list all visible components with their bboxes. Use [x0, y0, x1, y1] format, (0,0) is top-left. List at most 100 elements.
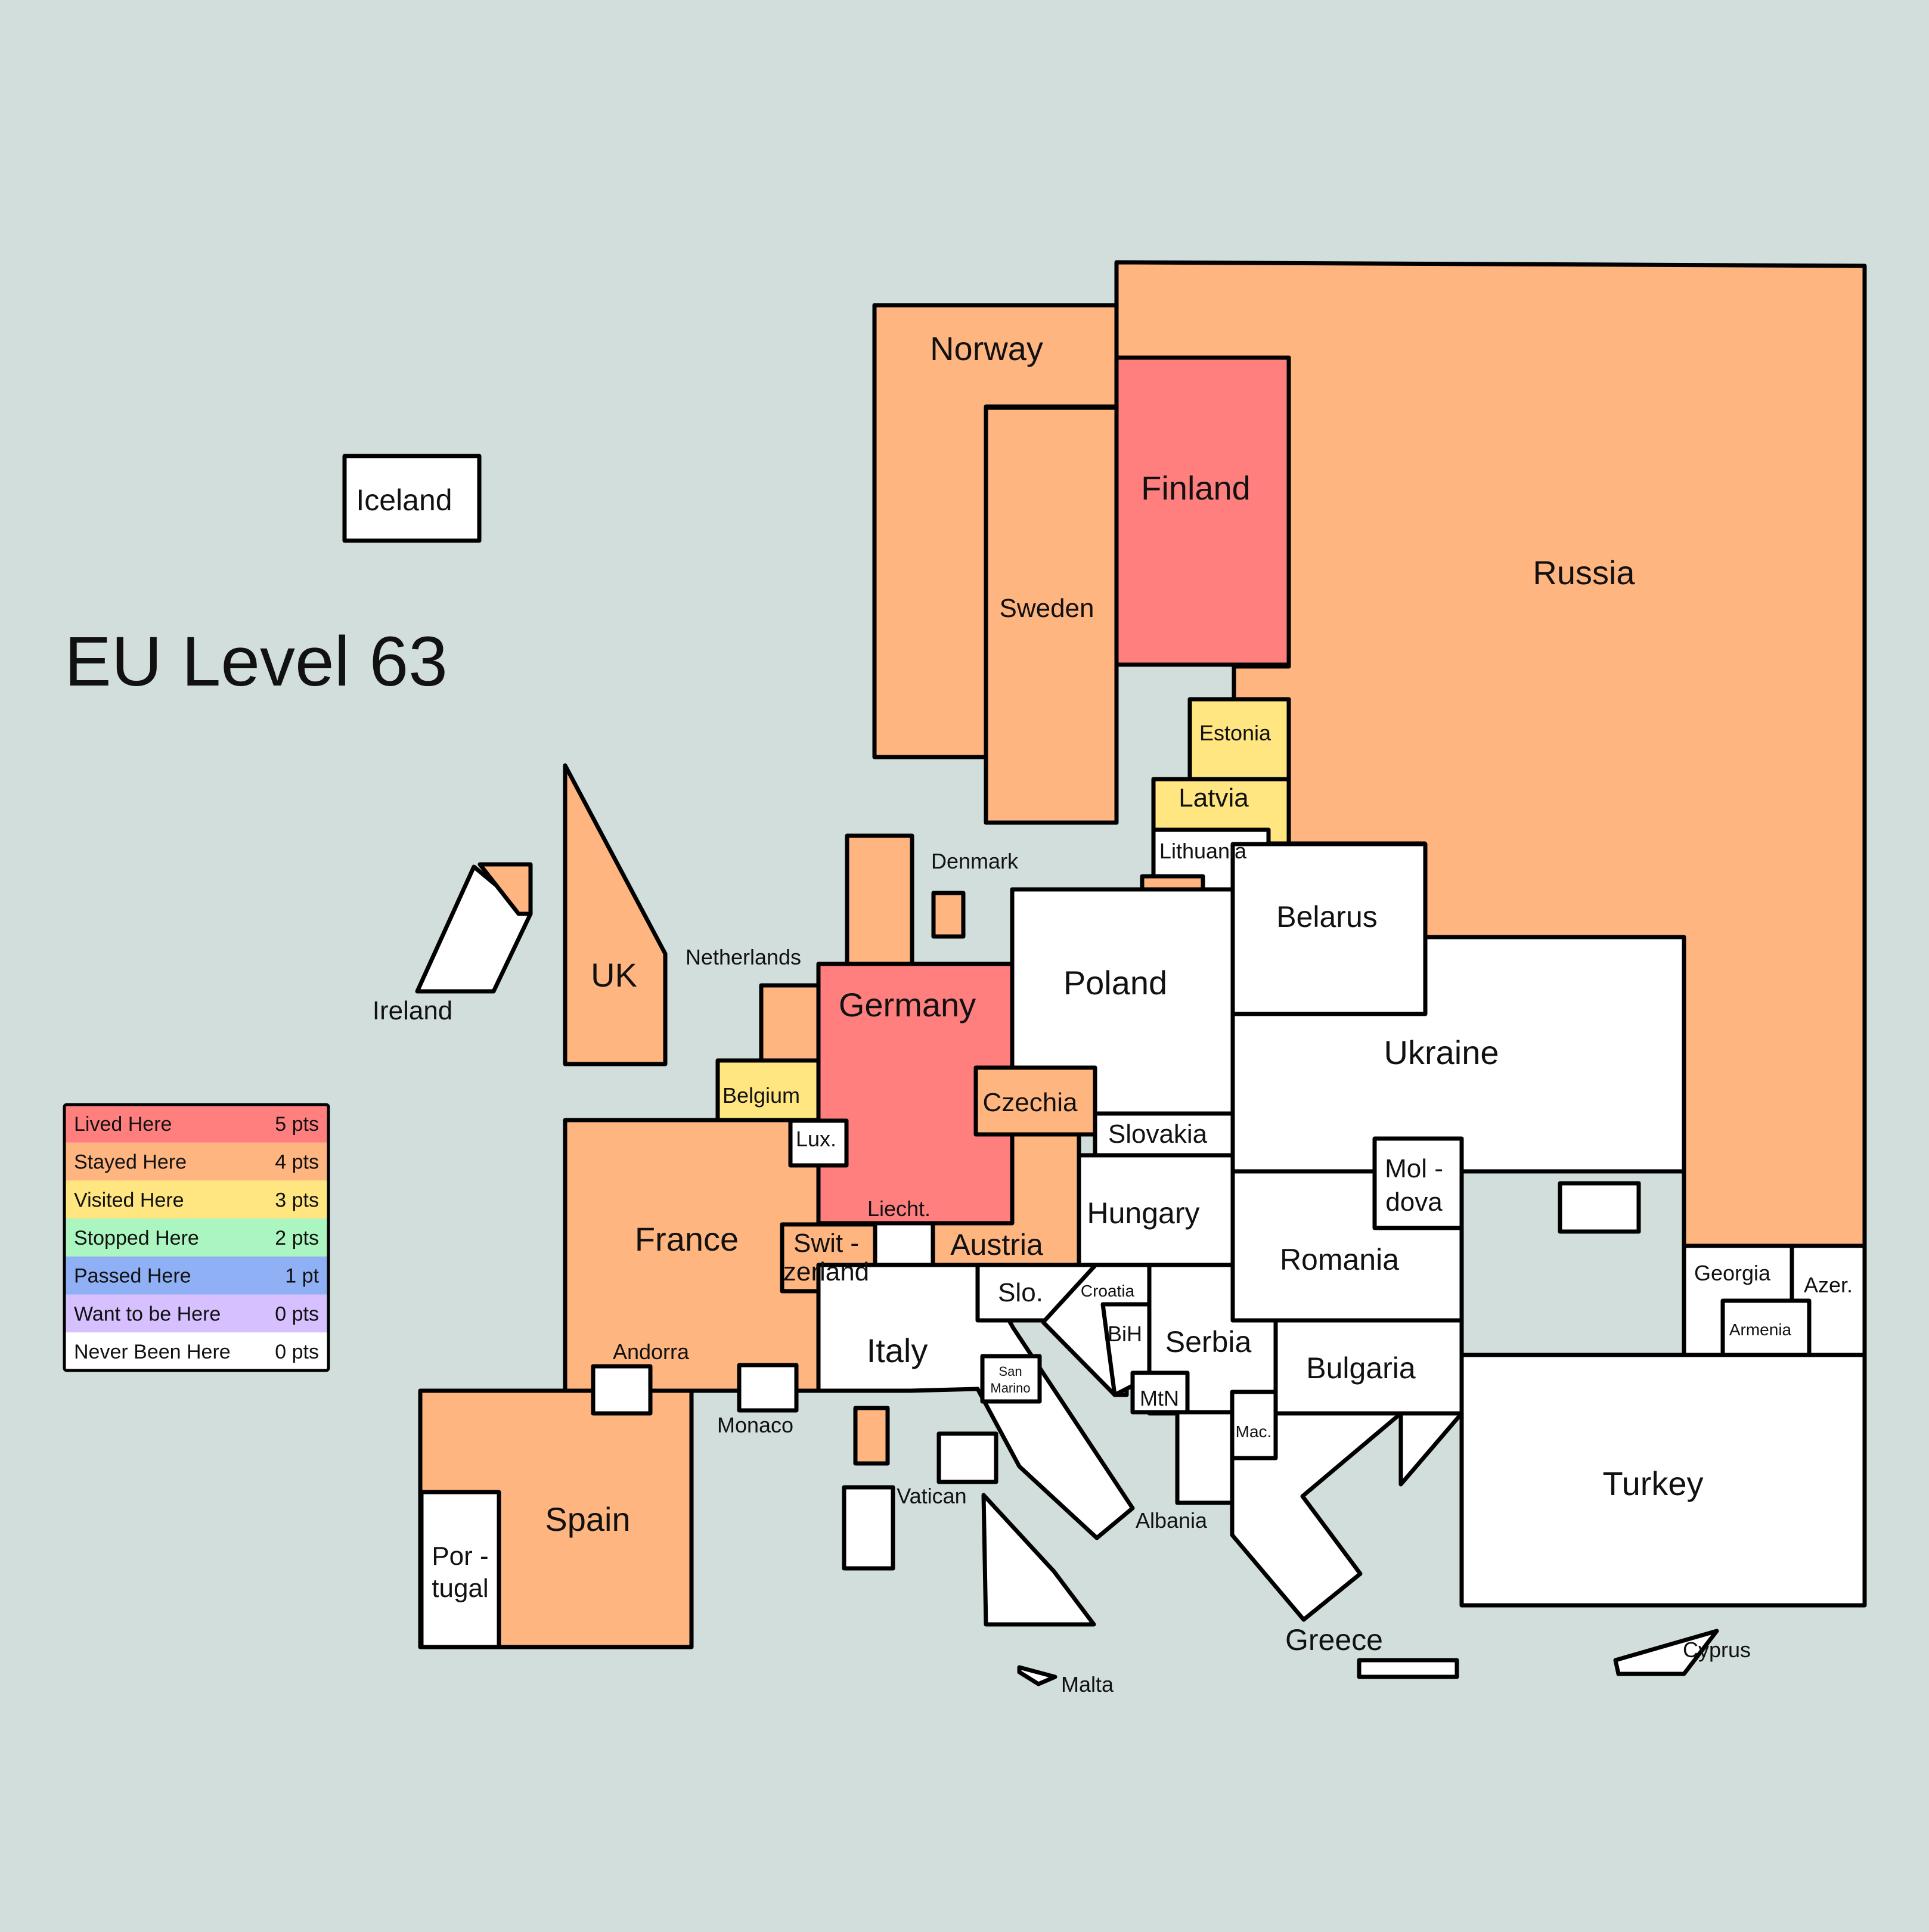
label-malta: Malta	[1061, 1672, 1114, 1697]
label-montenegro: MtN	[1140, 1386, 1179, 1410]
legend-points-want: 0 pts	[275, 1303, 319, 1325]
country-italy-south[interactable]	[981, 1493, 1096, 1627]
label-hungary: Hungary	[1087, 1196, 1200, 1230]
label-estonia: Estonia	[1199, 721, 1271, 745]
label-ireland: Ireland	[373, 996, 453, 1025]
label-poland: Poland	[1063, 964, 1167, 1001]
label-macedonia: Mac.	[1236, 1422, 1272, 1441]
country-denmark-island[interactable]	[931, 891, 966, 939]
label-denmark: Denmark	[931, 849, 1019, 873]
country-liechtenstein[interactable]	[873, 1221, 935, 1267]
label-latvia: Latvia	[1179, 783, 1249, 813]
label-monaco: Monaco	[717, 1413, 793, 1437]
country-vatican[interactable]	[936, 1431, 998, 1484]
legend-swatch-passed	[64, 1256, 328, 1295]
country-corsica[interactable]	[853, 1406, 890, 1466]
label-azerbaijan: Azer.	[1804, 1273, 1853, 1297]
country-portugal[interactable]	[419, 1490, 501, 1649]
map-title: EU Level 63	[64, 622, 448, 701]
legend-points-visited: 3 pts	[275, 1189, 319, 1211]
country-armenia[interactable]	[1720, 1298, 1812, 1357]
label-finland: Finland	[1141, 469, 1251, 507]
country-kosovo[interactable]	[1175, 1410, 1235, 1505]
legend-label-never: Never Been Here	[74, 1341, 231, 1363]
legend-border	[63, 1103, 330, 1372]
label-cyprus: Cyprus	[1683, 1638, 1751, 1662]
label-bih: BiH	[1108, 1322, 1142, 1346]
country-finland[interactable]	[1114, 355, 1291, 667]
label-sweden: Sweden	[999, 594, 1094, 623]
label-netherlands: Netherlands	[686, 945, 801, 969]
label-france: France	[635, 1220, 739, 1258]
country-northern-ireland[interactable]	[477, 862, 533, 916]
label-slovakia: Slovakia	[1108, 1119, 1208, 1149]
country-luxembourg[interactable]	[788, 1118, 849, 1168]
country-sardinia[interactable]	[842, 1485, 895, 1571]
legend-label-stayed: Stayed Here	[74, 1151, 187, 1174]
legend-label-want: Want to be Here	[74, 1303, 221, 1325]
country-belarus[interactable]	[1230, 842, 1428, 1016]
label-ukraine: Ukraine	[1384, 1034, 1499, 1071]
label-moldova: Mol -dova	[1385, 1154, 1443, 1217]
label-portugal: Por -tugal	[432, 1542, 488, 1603]
country-estonia[interactable]	[1187, 697, 1291, 782]
label-romania: Romania	[1280, 1243, 1399, 1276]
label-vatican: Vatican	[897, 1484, 966, 1508]
label-iceland: Iceland	[356, 483, 452, 517]
legend-swatch-never	[64, 1332, 328, 1370]
country-greece[interactable]	[1230, 1411, 1403, 1622]
label-spain: Spain	[545, 1500, 630, 1538]
country-denmark[interactable]	[845, 833, 914, 966]
label-belarus: Belarus	[1276, 900, 1378, 934]
legend-swatch-visited	[64, 1180, 328, 1219]
legend-swatch-stayed	[64, 1142, 328, 1181]
country-san-marino[interactable]	[980, 1354, 1042, 1404]
legend-label-passed: Passed Here	[74, 1265, 191, 1288]
legend-points-lived: 5 pts	[275, 1113, 319, 1136]
label-russia: Russia	[1533, 554, 1635, 591]
label-austria: Austria	[950, 1228, 1043, 1261]
label-croatia: Croatia	[1081, 1282, 1135, 1300]
country-moldova[interactable]	[1372, 1136, 1464, 1230]
label-albania: Albania	[1136, 1508, 1208, 1533]
label-serbia: Serbia	[1165, 1325, 1252, 1359]
country-crimea[interactable]	[1558, 1181, 1641, 1234]
label-greece: Greece	[1285, 1623, 1383, 1657]
legend-points-stopped: 2 pts	[275, 1227, 319, 1249]
country-cyprus[interactable]	[1613, 1629, 1719, 1676]
country-shapes	[342, 260, 1867, 1686]
legend-swatch-stopped	[64, 1218, 328, 1257]
country-turkey[interactable]	[1459, 1353, 1867, 1608]
label-andorra: Andorra	[613, 1339, 690, 1364]
label-bulgaria: Bulgaria	[1306, 1351, 1416, 1385]
country-uk[interactable]	[563, 763, 668, 1066]
country-hungary[interactable]	[1077, 1153, 1235, 1267]
legend-label-stopped: Stopped Here	[74, 1227, 199, 1249]
legend-label-visited: Visited Here	[74, 1189, 184, 1211]
country-labels: Russia Norway Sweden Finland Estonia Lat…	[356, 330, 1853, 1697]
country-czechia[interactable]	[973, 1065, 1097, 1137]
label-luxembourg: Lux.	[796, 1127, 836, 1151]
country-belgium[interactable]	[715, 1058, 821, 1122]
label-czechia: Czechia	[983, 1088, 1078, 1117]
label-germany: Germany	[839, 986, 976, 1024]
label-slovenia: Slo.	[998, 1278, 1043, 1307]
country-andorra[interactable]	[591, 1364, 653, 1416]
label-switzerland: Swit -zerland	[783, 1229, 869, 1286]
label-lithuania: Lithuania	[1159, 839, 1247, 863]
legend-swatch-want	[64, 1294, 328, 1333]
country-iceland[interactable]	[342, 454, 482, 543]
label-georgia: Georgia	[1694, 1261, 1771, 1285]
label-belgium: Belgium	[722, 1083, 800, 1108]
country-montenegro[interactable]	[1130, 1370, 1190, 1415]
country-monaco[interactable]	[737, 1363, 799, 1413]
country-malta[interactable]	[1017, 1665, 1057, 1686]
legend-label-lived: Lived Here	[74, 1113, 172, 1136]
legend-points-passed: 1 pt	[285, 1265, 319, 1288]
label-turkey: Turkey	[1602, 1465, 1703, 1502]
country-crete[interactable]	[1357, 1658, 1459, 1679]
label-italy: Italy	[867, 1332, 928, 1369]
